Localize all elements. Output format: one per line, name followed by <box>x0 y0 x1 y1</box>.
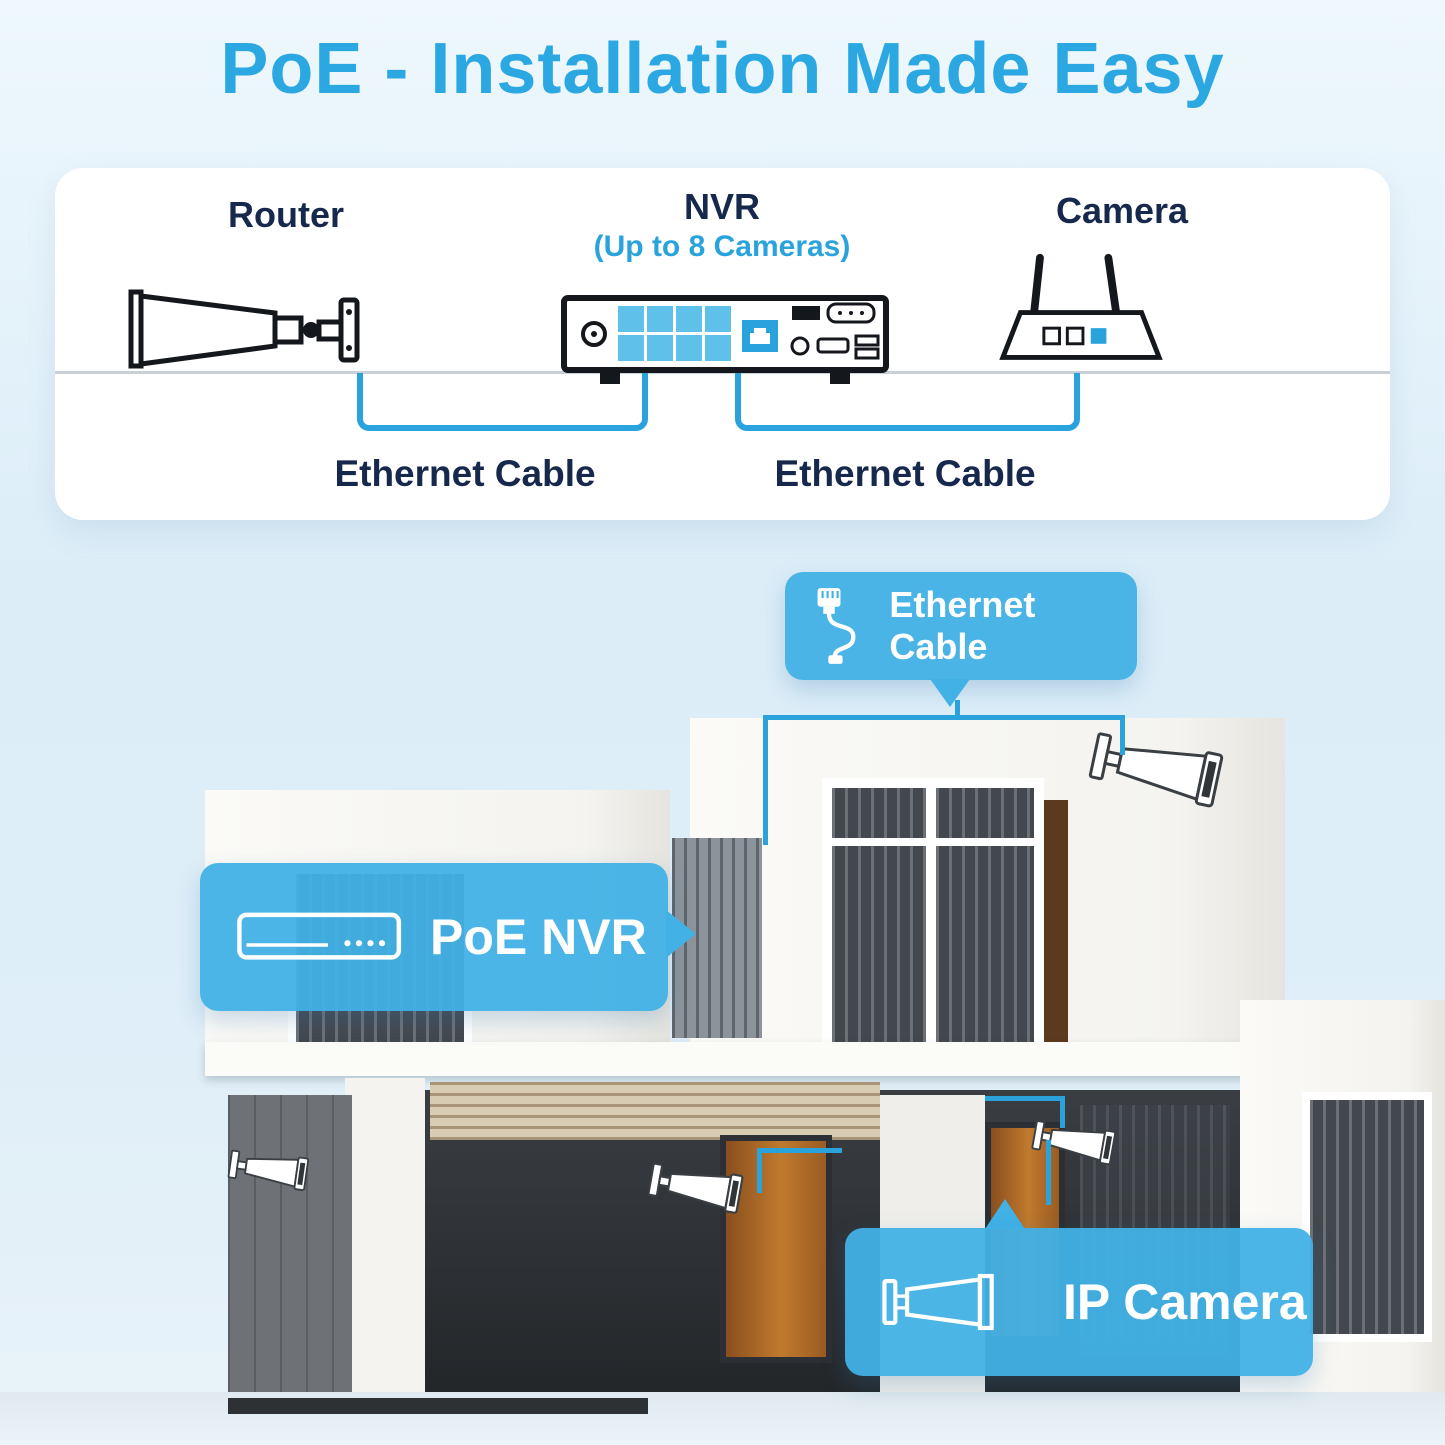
floor-slab <box>205 1042 1285 1076</box>
pergola-slats <box>430 1082 880 1140</box>
callout-pointer <box>930 679 970 707</box>
nvr-icon <box>237 912 402 960</box>
nvr-label: NVR <box>683 186 760 227</box>
cable-connector-right <box>735 373 1080 431</box>
window-mullion-horizontal <box>832 838 1034 846</box>
cable-left-label: Ethernet Cable <box>334 453 596 494</box>
skirting <box>228 1398 648 1414</box>
nvr-sublabel: (Up to 8 Cameras) <box>593 230 851 263</box>
page-title: PoE - Installation Made Easy <box>220 29 1225 109</box>
cable-line <box>1120 715 1125 755</box>
wood-door-left <box>720 1135 832 1363</box>
ip-camera-callout: IP Camera <box>845 1228 1313 1376</box>
garage-panel <box>228 1095 352 1398</box>
ip-camera-icon <box>882 1273 994 1331</box>
security-camera-icon <box>227 1149 310 1191</box>
router-illustration <box>999 253 1163 360</box>
ip-camera-callout-label: IP Camera <box>1063 1274 1307 1330</box>
cable-line <box>757 1148 762 1193</box>
ethernet-cable-callout: Ethernet Cable <box>785 572 1137 680</box>
cable-line <box>763 715 768 845</box>
white-pillar <box>345 1078 425 1395</box>
cable-line <box>985 1096 1065 1101</box>
security-camera-icon <box>647 1162 744 1214</box>
ethernet-cable-callout-label: Ethernet Cable <box>889 584 1036 667</box>
camera-label: Camera <box>1055 190 1189 231</box>
callout-pointer <box>985 1199 1025 1229</box>
diagram-card: Router NVR (Up to 8 Cameras) Camera <box>55 168 1390 520</box>
poe-nvr-callout: PoE NVR <box>200 863 668 1011</box>
house-right-window <box>1302 1092 1432 1342</box>
mid-wall-wood-edge <box>1044 800 1068 1054</box>
cable-line <box>1046 1140 1051 1205</box>
callout-pointer <box>666 910 696 958</box>
window-mullion-vertical <box>926 788 936 1044</box>
cable-line <box>1060 1096 1065 1128</box>
cable-right-label: Ethernet Cable <box>774 453 1036 494</box>
cable-line <box>955 700 960 720</box>
poe-nvr-callout-label: PoE NVR <box>430 909 647 965</box>
bullet-camera-illustration <box>128 289 360 369</box>
cable-line <box>763 715 1125 720</box>
ethernet-cable-icon <box>817 588 856 664</box>
router-label: Router <box>228 194 344 235</box>
cable-connector-left <box>357 373 648 431</box>
security-camera-icon <box>1031 1120 1117 1166</box>
cable-line <box>757 1148 842 1153</box>
security-camera-icon <box>1088 732 1224 808</box>
house-gap-window <box>672 838 762 1038</box>
ground-floor-strip <box>0 1392 1445 1445</box>
nvr-illustration <box>561 295 889 384</box>
